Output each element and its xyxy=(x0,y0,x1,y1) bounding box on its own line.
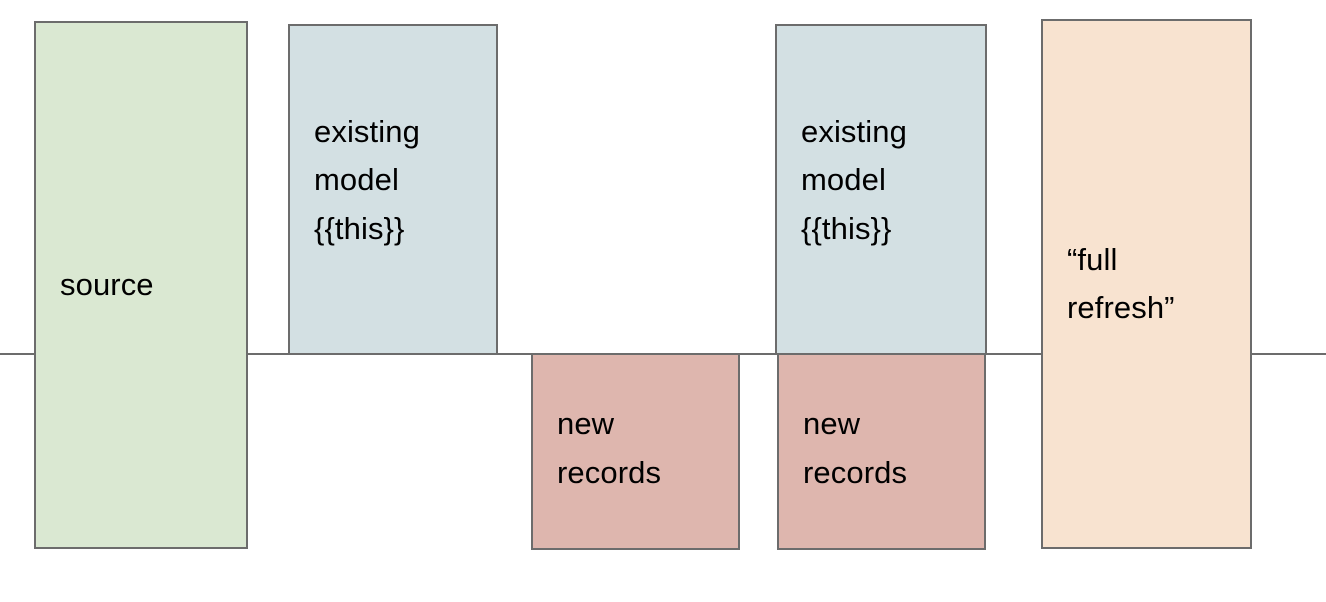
box-existing-model-2[interactable]: existing model {{this}} xyxy=(775,24,987,355)
box-new-records-2-label: new records xyxy=(803,406,908,490)
box-new-records-1-label: new records xyxy=(557,406,662,490)
box-new-records-1[interactable]: new records xyxy=(531,353,740,550)
box-source[interactable]: source xyxy=(34,21,248,549)
box-new-records-2[interactable]: new records xyxy=(777,353,986,550)
box-source-label: source xyxy=(60,266,154,302)
box-full-refresh[interactable]: “full refresh” xyxy=(1041,19,1252,549)
box-existing-model-1[interactable]: existing model {{this}} xyxy=(288,24,498,355)
box-existing-model-2-label: existing model {{this}} xyxy=(801,114,907,246)
box-existing-model-1-label: existing model {{this}} xyxy=(314,114,420,246)
box-full-refresh-label: “full refresh” xyxy=(1067,241,1175,325)
